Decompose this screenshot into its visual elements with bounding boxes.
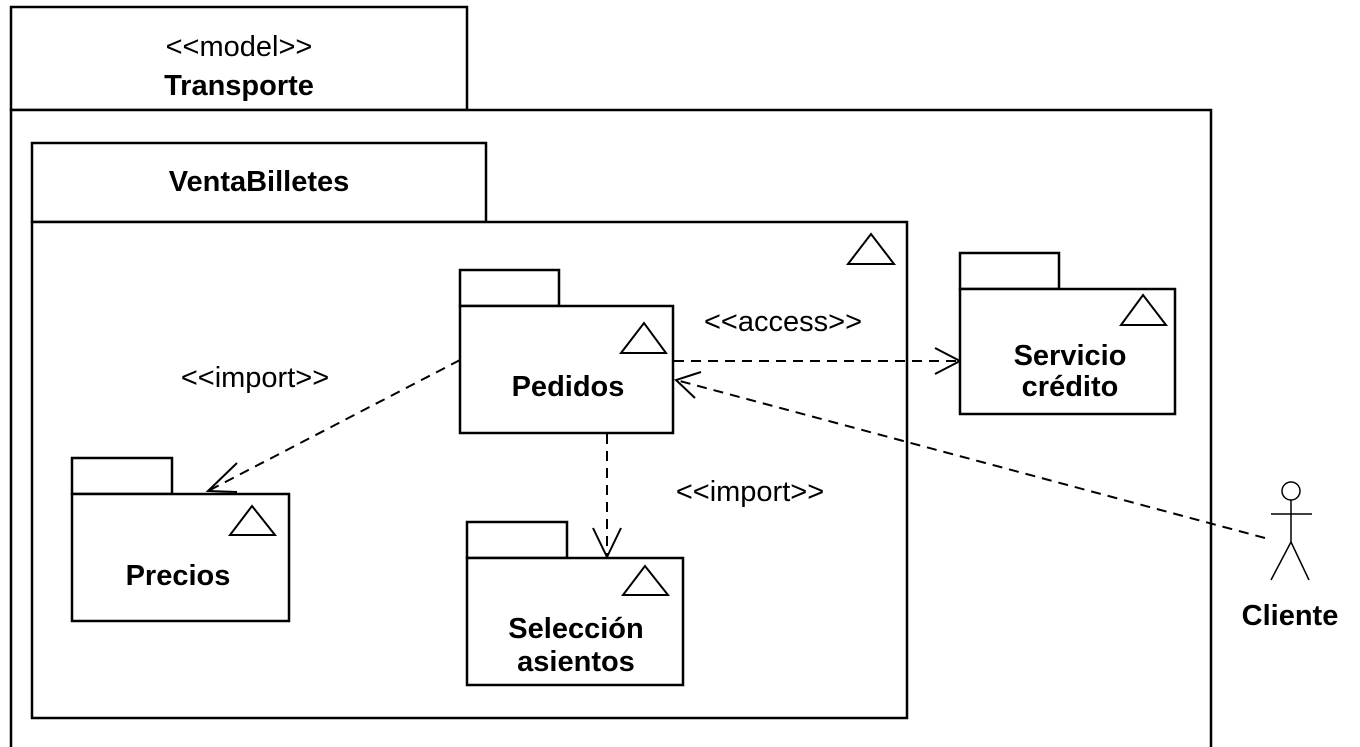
servicio-subsystem-triangle-icon xyxy=(1119,293,1169,326)
dependency-cliente-to-pedidos[interactable] xyxy=(674,371,1266,539)
actor-stick-figure-icon xyxy=(1270,481,1312,581)
seleccion-name-line2: asientos xyxy=(517,646,635,678)
dependency-line xyxy=(207,359,461,492)
pedidos-name: Pedidos xyxy=(512,371,625,403)
actor-cliente[interactable]: Cliente xyxy=(1242,481,1339,632)
import-label-precios: <<import>> xyxy=(181,362,329,394)
precios-name: Precios xyxy=(126,560,231,592)
package-precios[interactable]: Precios xyxy=(70,456,291,623)
dependency-pedidos-to-precios[interactable] xyxy=(205,359,461,493)
actor-name: Cliente xyxy=(1242,600,1339,632)
ventabilletes-tab xyxy=(30,141,488,224)
model-name: Transporte xyxy=(164,70,314,102)
seleccion-subsystem-triangle-icon xyxy=(620,564,671,596)
servicio-tab xyxy=(958,251,1061,291)
package-seleccion-asientos[interactable]: Selección asientos xyxy=(465,520,685,687)
servicio-name-line1: Servicio xyxy=(1014,340,1127,372)
package-pedidos[interactable]: Pedidos xyxy=(458,268,675,435)
open-arrowhead-icon xyxy=(674,371,702,399)
access-label-servicio: <<access>> xyxy=(704,306,862,338)
seleccion-name-line1: Selección xyxy=(508,613,643,645)
servicio-name-line2: crédito xyxy=(1022,371,1119,403)
ventabilletes-subsystem-triangle-icon xyxy=(845,232,897,265)
open-arrowhead-icon xyxy=(205,462,238,493)
seleccion-tab xyxy=(465,520,569,560)
model-stereotype: <<model>> xyxy=(166,31,313,63)
pedidos-tab xyxy=(458,268,561,308)
pedidos-subsystem-triangle-icon xyxy=(618,321,668,354)
model-tab xyxy=(9,5,469,112)
precios-subsystem-triangle-icon xyxy=(227,504,278,536)
import-label-seleccion: <<import>> xyxy=(676,476,824,508)
ventabilletes-name: VentaBilletes xyxy=(169,166,350,198)
precios-tab xyxy=(70,456,174,496)
pedidos-body xyxy=(458,304,675,435)
package-servicio-credito[interactable]: Servicio crédito xyxy=(958,251,1177,416)
